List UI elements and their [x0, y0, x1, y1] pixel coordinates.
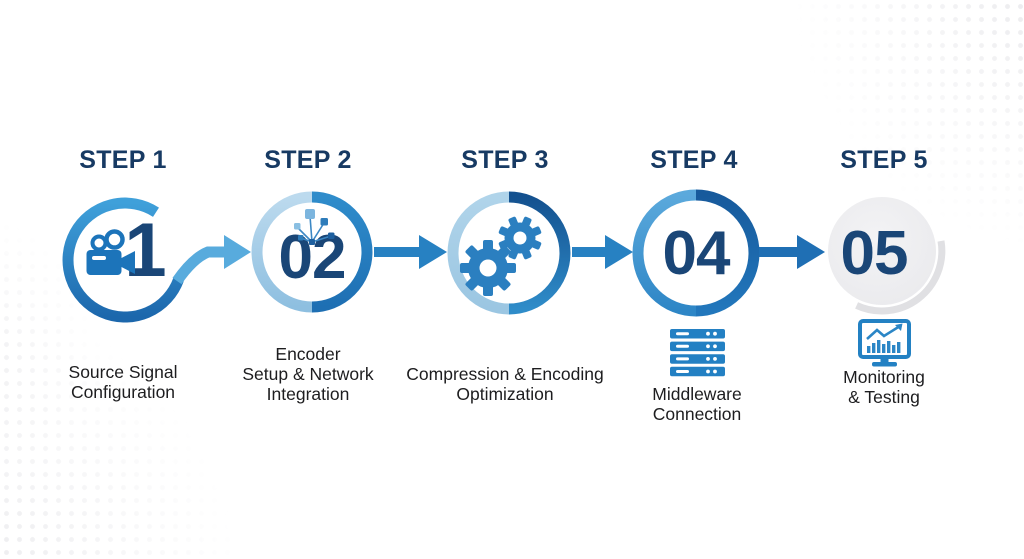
step3-ring: [447, 191, 571, 315]
server-stack-icon: [670, 329, 725, 377]
step4-ring: [632, 189, 760, 317]
step2-ring: [251, 191, 373, 313]
arrow-step2-to-step3: [374, 235, 447, 269]
step1-ring: [62, 197, 184, 323]
step3-caption: Compression & Encoding Optimization: [406, 364, 604, 404]
step5-header: STEP 5: [840, 146, 928, 174]
step1-header: STEP 1: [79, 146, 167, 174]
step4-header: STEP 4: [650, 146, 738, 174]
step2-number: 02: [278, 223, 347, 292]
step1-caption: Source Signal Configuration: [68, 362, 178, 402]
monitor-chart-icon: [858, 319, 911, 367]
arrow-step1-to-step2: [172, 235, 251, 285]
step5-number: 05: [840, 219, 909, 288]
step5-gray-circle: [828, 197, 946, 315]
step1-number: 1: [124, 208, 166, 293]
network-nodes-icon: [294, 209, 335, 245]
arrow-step3-to-step4: [572, 235, 633, 269]
arrow-step4-to-step5: [759, 235, 825, 269]
step4-number: 04: [662, 219, 731, 288]
step4-caption: Middleware Connection: [652, 384, 742, 424]
step3-header: STEP 3: [461, 146, 549, 174]
gears-icon: [460, 216, 542, 296]
video-camera-icon: [86, 229, 135, 275]
step2-caption: Encoder Setup & Network Integration: [242, 344, 374, 404]
step2-header: STEP 2: [264, 146, 352, 174]
step5-caption: Monitoring & Testing: [843, 367, 925, 407]
